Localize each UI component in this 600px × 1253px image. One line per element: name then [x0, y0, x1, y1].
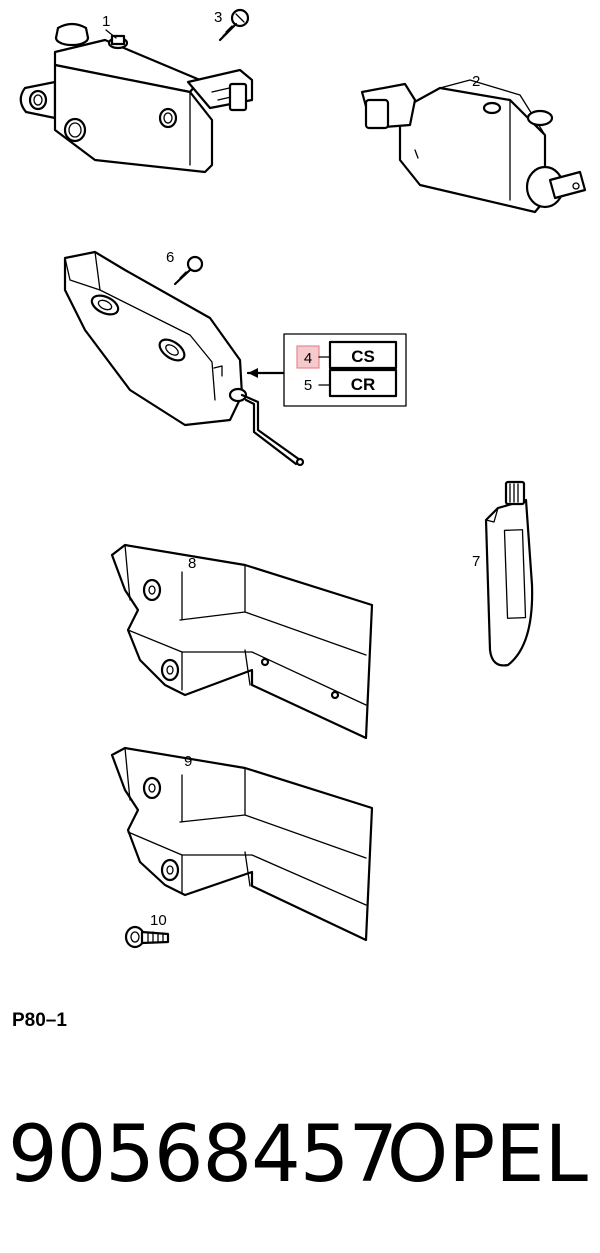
part-6-screw: [173, 255, 204, 286]
callout-1: 1: [102, 13, 110, 30]
code-cr: CR: [351, 375, 376, 394]
footer: 90568457 OPEL: [0, 1105, 600, 1225]
part-number: 90568457: [8, 1110, 398, 1200]
callout-7: 7: [472, 553, 480, 570]
callout-2: 2: [472, 73, 480, 90]
callout-8: 8: [188, 555, 196, 572]
part-9-bracket: [110, 746, 374, 942]
part-8-bracket: [110, 543, 374, 740]
callout-5: 5: [304, 377, 312, 394]
callout-9: 9: [184, 753, 192, 770]
parts-diagram: 4 CS 5 CR: [19, 8, 587, 949]
module-with-cable: [63, 250, 305, 467]
code-box-arrow: [246, 368, 286, 378]
part-2-actuator: [360, 79, 587, 214]
part-7-key: [484, 480, 534, 667]
part-10-screw: [124, 925, 170, 949]
part-1-actuator: [19, 22, 254, 174]
code-box: 4 CS 5 CR: [283, 333, 407, 407]
callout-6: 6: [166, 249, 174, 266]
part-3-screw: [218, 8, 250, 42]
callout-10: 10: [150, 912, 167, 929]
code-cs: CS: [351, 347, 375, 366]
diagram-code: P80–1: [12, 1010, 67, 1031]
callout-4: 4: [304, 350, 312, 367]
brand-name: OPEL: [386, 1110, 588, 1200]
callout-3: 3: [214, 9, 222, 26]
